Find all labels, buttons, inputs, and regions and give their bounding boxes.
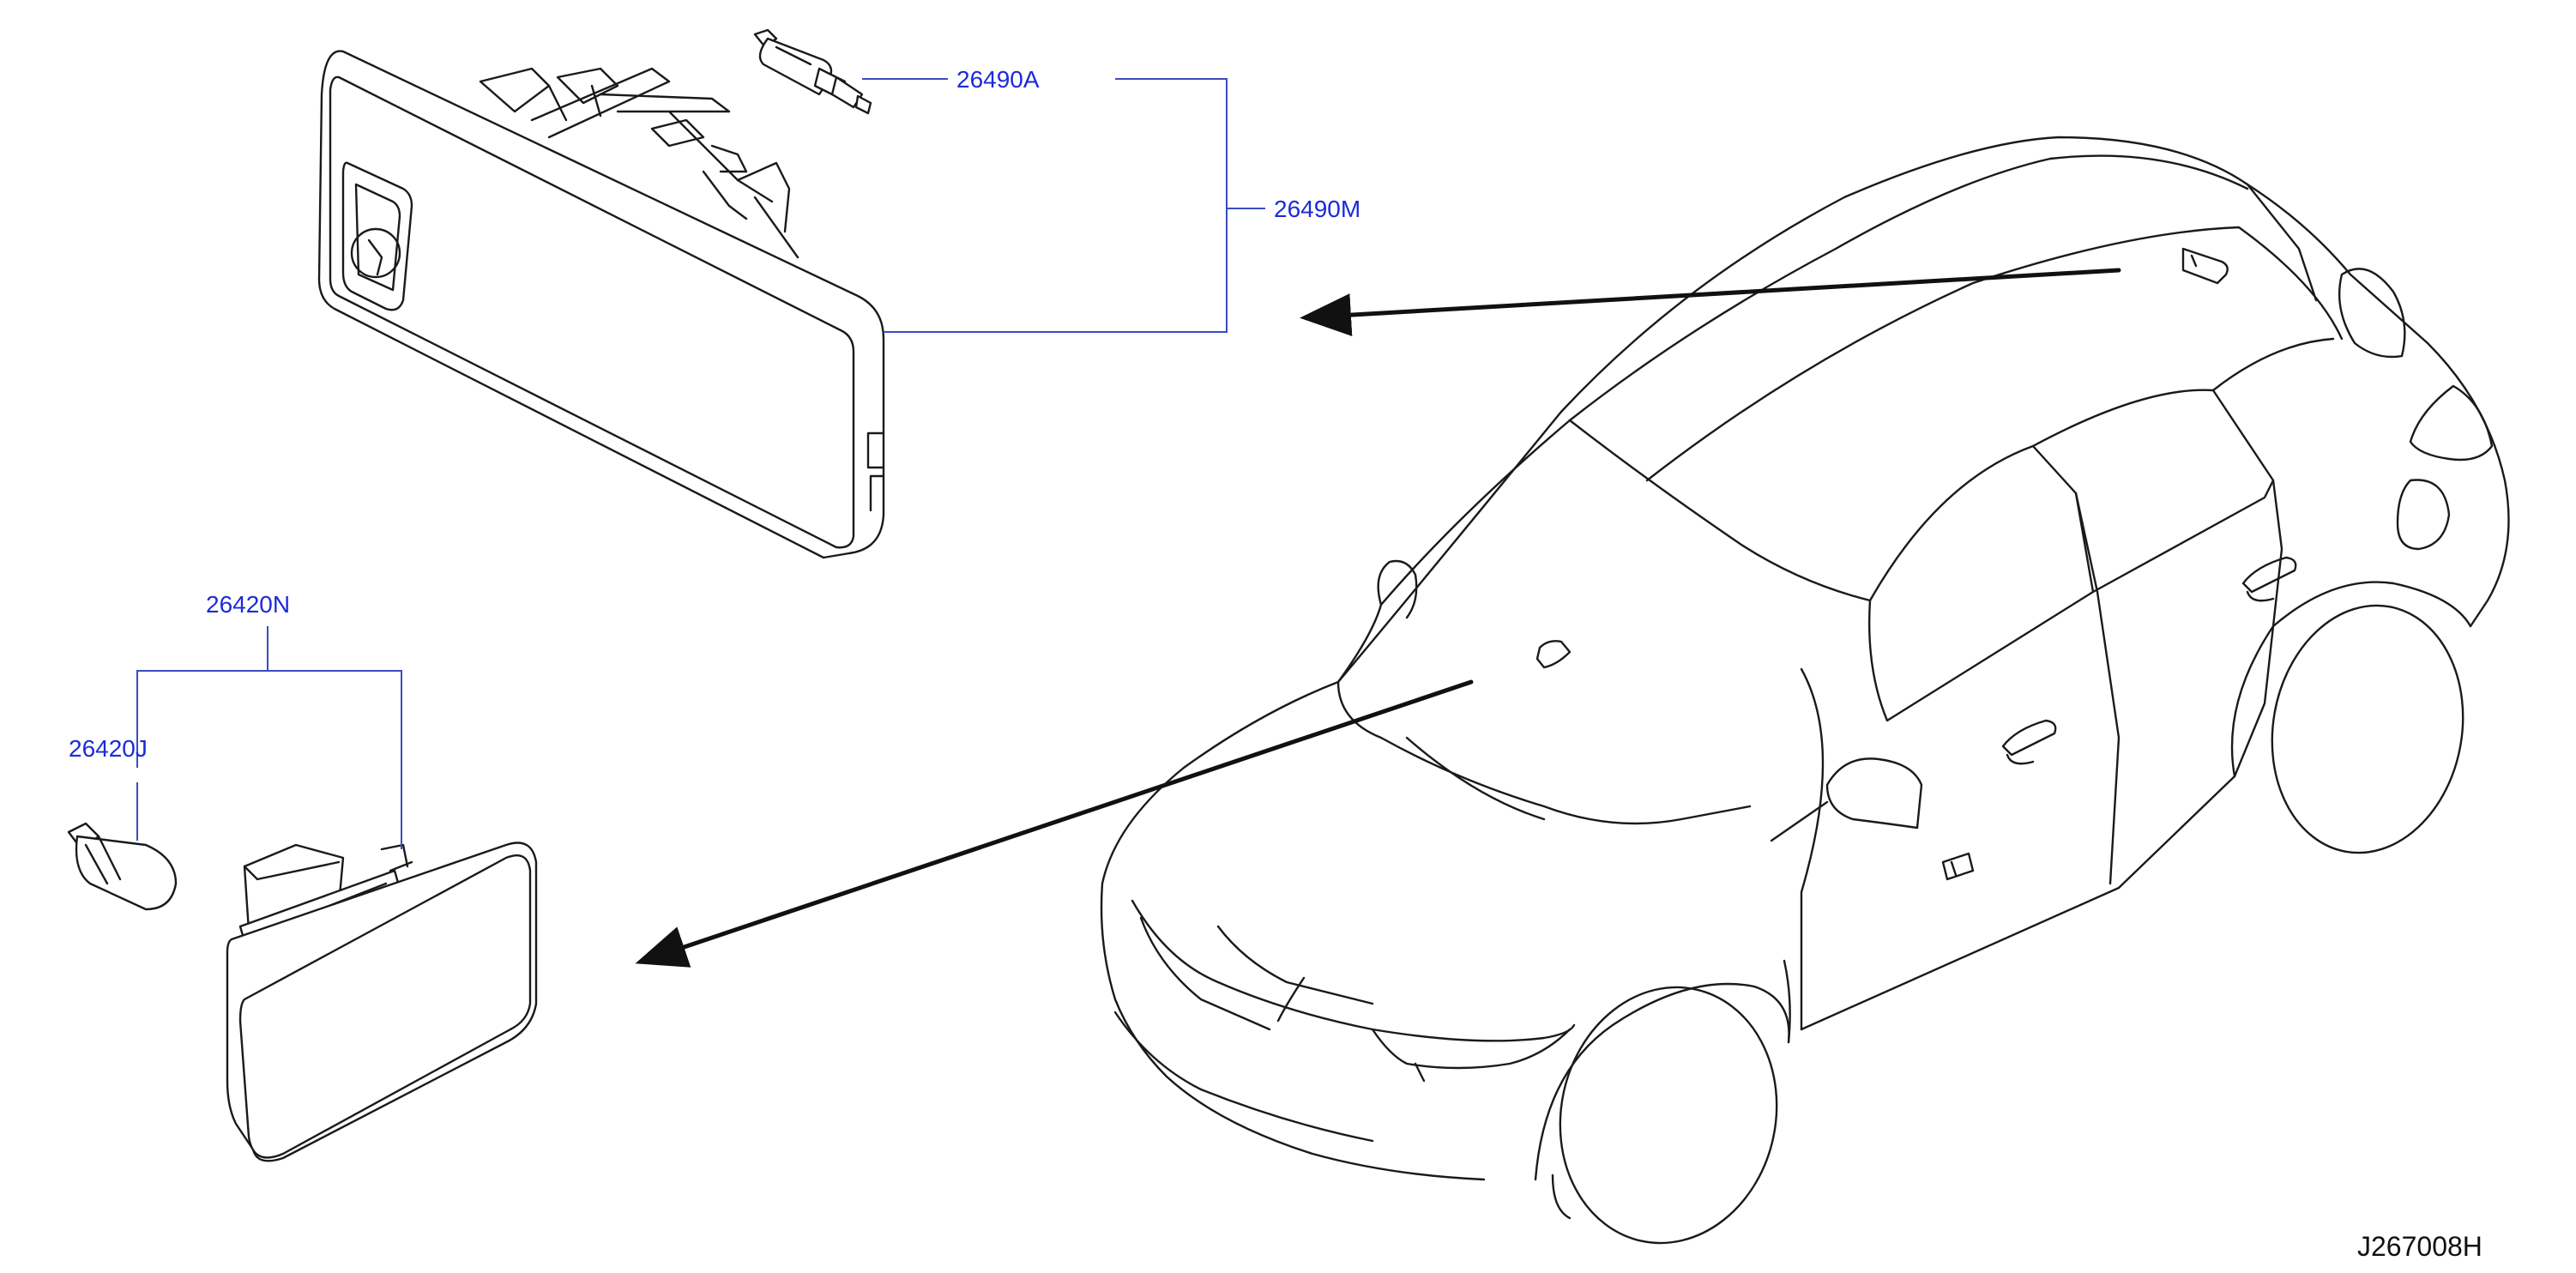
- arrow-to-room-lamp: [1300, 268, 2121, 337]
- vehicle-outline: [1100, 136, 2510, 1245]
- part-label-26490M: 26490M: [1274, 196, 1360, 222]
- festoon-bulb-26490A: [753, 28, 872, 115]
- arrow-to-spot-lamp: [635, 679, 1474, 968]
- part-label-26420J: 26420J: [69, 735, 148, 762]
- part-label-26490A: 26490A: [956, 66, 1040, 93]
- spot-lamp-assembly: [226, 842, 538, 1162]
- wedge-bulb-26420J: [67, 822, 178, 911]
- leaders-top: [862, 78, 1265, 333]
- room-lamp-assembly: [317, 50, 885, 559]
- drawing-code: J267008H: [2357, 1231, 2482, 1262]
- callout-arrows: [635, 268, 2121, 968]
- part-label-26420N: 26420N: [206, 591, 290, 618]
- leaders-bottom: [136, 626, 402, 849]
